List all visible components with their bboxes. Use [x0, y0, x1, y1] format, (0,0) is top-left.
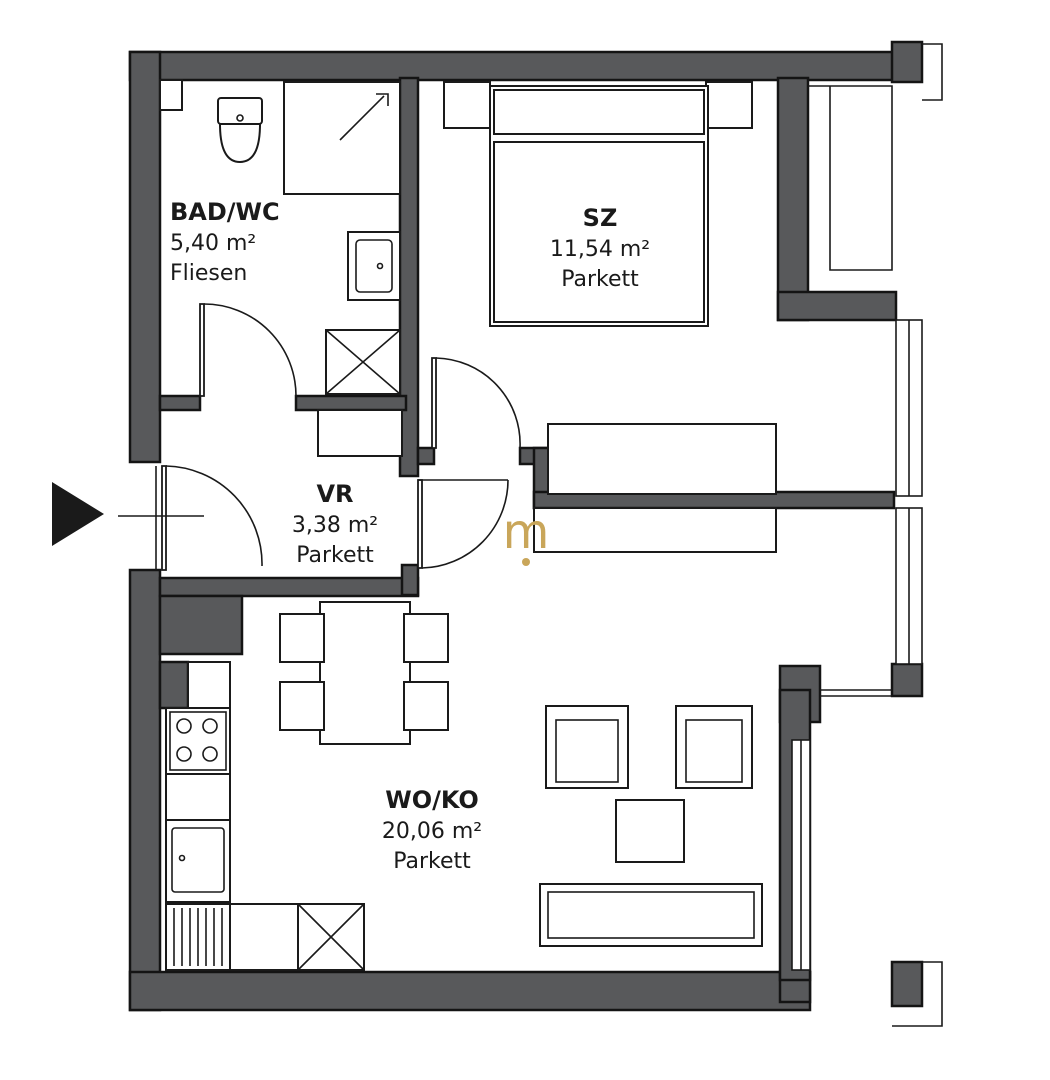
wall-kitchen-niche	[158, 594, 244, 656]
bedroom-room-area: 11,54 m²	[550, 237, 650, 262]
bedroom: SZ 11,54 m² Parkett	[431, 81, 777, 495]
dining-table	[319, 601, 411, 745]
bath-door-leaf	[199, 303, 205, 397]
bath-door-swing	[203, 303, 297, 397]
bath-room-area: 5,40 m²	[170, 231, 256, 256]
wall-left-lower	[128, 568, 162, 1012]
kitchen-counter-bottom	[229, 903, 299, 971]
hall: VR 3,38 m² Parkett	[155, 409, 509, 571]
balcony-lower-outline	[892, 961, 943, 1027]
bath-shaft	[159, 79, 183, 111]
kitchen-sink-icon	[165, 819, 231, 903]
wall-hall-bottom	[158, 576, 420, 598]
entrance-arrow-icon	[52, 482, 104, 546]
balcony-niche-outline	[808, 85, 893, 271]
floor-drain-icon	[325, 329, 401, 395]
sofa	[539, 883, 763, 947]
bedroom-door-swing	[435, 357, 521, 449]
living-kitchen: WO/KO 20,06 m² Parkett	[165, 507, 777, 971]
bed-mattress	[493, 141, 705, 323]
sink-icon	[347, 231, 401, 301]
wall-bath-bottom-right	[294, 394, 408, 412]
nightstand-right	[705, 81, 753, 129]
bathroom: BAD/WC 5,40 m² Fliesen	[159, 79, 401, 397]
bed-headboard	[493, 89, 705, 135]
wall-bath-bottom-left	[158, 394, 202, 412]
wall-bedroom-right	[776, 76, 810, 322]
windows	[791, 319, 923, 971]
wall-hall-right-lower	[400, 563, 420, 597]
bedroom-door-leaf	[431, 357, 437, 449]
toilet-icon	[217, 97, 263, 164]
bedroom-room-name: SZ	[583, 204, 618, 232]
wall-kitchen-notch	[158, 660, 190, 710]
kitchen-counter	[165, 773, 231, 821]
wall-bedroom-bottom-left	[416, 446, 436, 466]
cooktop-icon	[165, 707, 231, 775]
wall-bottom	[128, 970, 812, 1012]
dining-chair	[279, 613, 325, 663]
dining-chair	[403, 613, 449, 663]
entrance-door-leaf	[161, 465, 167, 571]
dining-chair	[279, 681, 325, 731]
entrance-marker	[52, 482, 204, 546]
living-room-name: WO/KO	[385, 786, 479, 814]
hall-wardrobe	[317, 409, 403, 457]
logo-icon: m	[503, 504, 550, 566]
living-door-swing	[421, 479, 509, 569]
wall-top-right	[890, 40, 924, 84]
dish-rack-icon	[165, 903, 231, 971]
nightstand-left	[443, 81, 491, 129]
hall-room-area: 3,38 m²	[292, 513, 378, 538]
wall-bottom-jog	[890, 960, 924, 1008]
living-room-area: 20,06 m²	[382, 819, 482, 844]
hall-room-name: VR	[316, 480, 353, 508]
wall-bedroom-step	[776, 290, 898, 322]
wall-top	[128, 50, 922, 82]
bath-room-floor: Fliesen	[170, 261, 247, 286]
bath-room-name: BAD/WC	[170, 198, 280, 226]
kitchen-counter-top	[187, 661, 231, 709]
wall-living-corner	[890, 662, 924, 698]
hall-room-floor: Parkett	[296, 543, 374, 568]
coffee-table	[615, 799, 685, 863]
walls	[128, 40, 924, 1012]
entrance-door-swing	[165, 465, 263, 567]
logo-letter: m	[503, 504, 550, 560]
tv-board	[533, 507, 777, 553]
balcony-outline	[808, 43, 943, 1027]
dining-chair	[403, 681, 449, 731]
bedroom-room-floor: Parkett	[561, 267, 639, 292]
living-door-leaf	[417, 479, 423, 569]
armchair	[675, 705, 753, 789]
balcony-upper-outline	[922, 43, 943, 101]
fridge-icon	[297, 903, 365, 971]
armchair	[545, 705, 629, 789]
wardrobe	[547, 423, 777, 495]
wall-left-upper	[128, 50, 162, 464]
shower-icon	[339, 93, 389, 141]
logo-dot	[522, 558, 530, 566]
living-room-floor: Parkett	[393, 849, 471, 874]
